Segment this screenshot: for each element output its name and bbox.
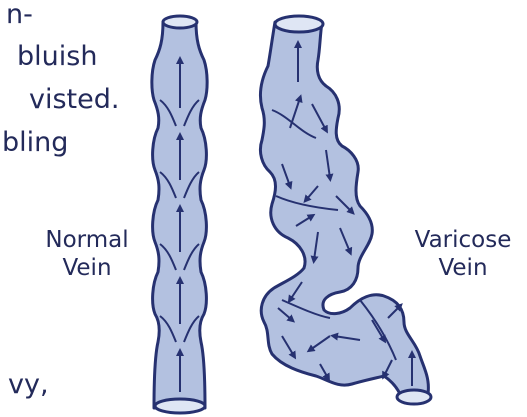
varicose-vein-top-opening [275, 16, 323, 32]
varicose-vein [260, 16, 431, 404]
normal-vein [152, 16, 207, 413]
varicose-vein-bottom-opening [397, 390, 431, 404]
normal-vein-top-opening [163, 16, 197, 28]
normal-vein-bottom-opening [155, 399, 205, 413]
